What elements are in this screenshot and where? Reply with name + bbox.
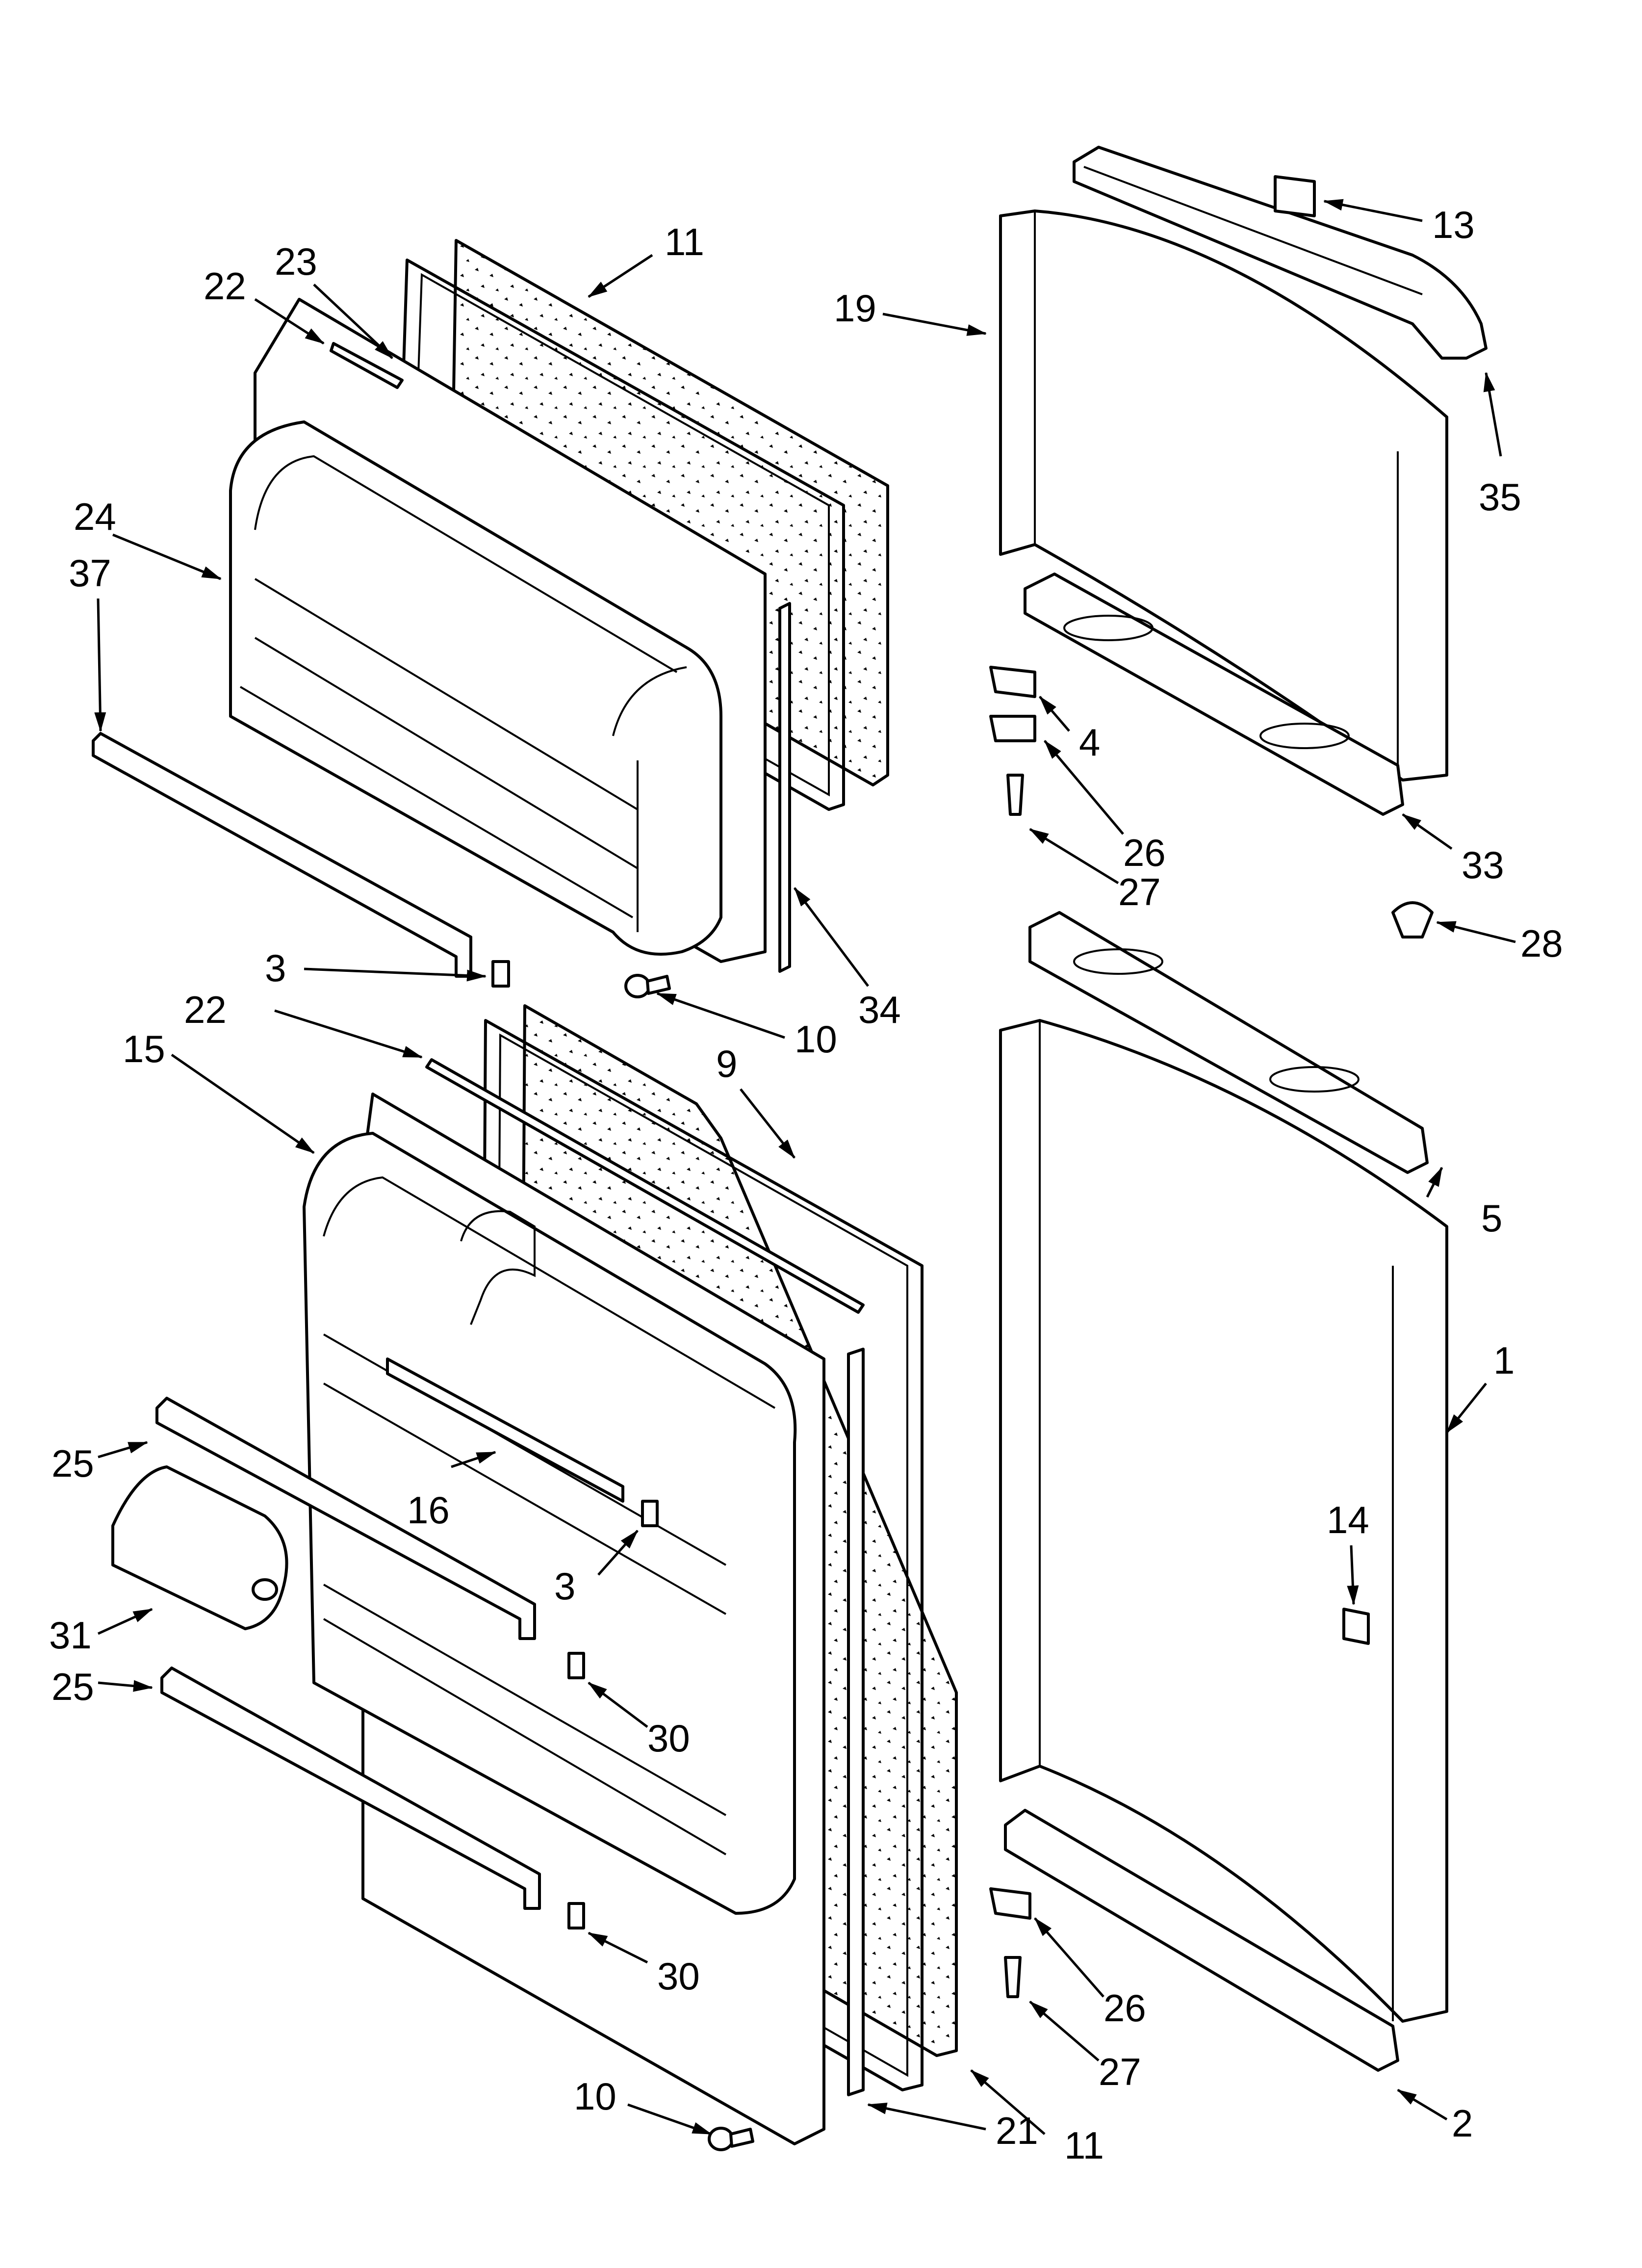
leader-lines (94, 199, 1516, 2136)
callout-25-lower: 25 (51, 1665, 94, 1708)
door-shelf-bar-upper (155, 1397, 536, 1640)
dairy-door-trim (386, 1357, 624, 1503)
fridge-door-outer-panel (999, 1019, 1448, 2023)
door-shelf-bar-lower (160, 1667, 541, 1910)
callout-3-upper: 3 (265, 946, 286, 990)
callout-22-upper: 22 (204, 264, 246, 308)
label-13 (1274, 175, 1316, 217)
callout-10-lower: 10 (574, 2075, 616, 2118)
plug-28 (1391, 901, 1434, 938)
callout-27-lower: 27 (1099, 2050, 1141, 2093)
fridge-bottom-cap (1004, 1809, 1399, 2072)
callout-30-lower: 30 (657, 1955, 700, 1998)
screw-27-lower (1004, 1956, 1022, 1998)
callout-13: 13 (1432, 203, 1475, 246)
hinge-pin-26-lower (989, 1887, 1031, 1920)
callout-30-upper: 30 (647, 1717, 690, 1760)
callout-11-upper: 11 (665, 220, 704, 263)
freezer-screw (624, 974, 671, 998)
callout-15: 15 (123, 1027, 165, 1070)
fridge-top-cap (1028, 911, 1429, 1174)
freezer-door-panel-group (989, 146, 1488, 938)
screw-27-upper (1006, 774, 1024, 816)
callout-33: 33 (1462, 843, 1504, 886)
freezer-door-assembly (92, 239, 889, 998)
callout-labels: 11 23 22 19 13 35 24 37 4 26 27 33 28 3 … (49, 203, 1563, 2167)
callout-4: 4 (1079, 721, 1100, 764)
fridge-door-panel-group (989, 911, 1448, 2072)
clip-3-lower (641, 1500, 659, 1527)
callout-24: 24 (74, 495, 116, 538)
fridge-side-trim (847, 1348, 865, 2096)
freezer-top-cap (1073, 146, 1488, 360)
callout-2: 2 (1452, 2102, 1473, 2145)
callout-9: 9 (716, 1042, 737, 1085)
hinge-pin-26-upper (989, 715, 1036, 742)
freezer-door-outer-panel (999, 209, 1448, 782)
callout-37: 37 (69, 551, 111, 595)
callout-27-upper: 27 (1118, 870, 1161, 913)
freezer-shelf-body (229, 420, 722, 956)
freezer-side-trim (778, 602, 791, 973)
callout-22-lower: 22 (184, 988, 227, 1031)
callout-5: 5 (1481, 1197, 1502, 1240)
callout-16: 16 (407, 1488, 450, 1532)
callout-35: 35 (1479, 475, 1521, 519)
callout-3-lower: 3 (554, 1564, 575, 1608)
callout-10-upper: 10 (795, 1017, 837, 1061)
clip-30-lower (567, 1902, 585, 1929)
fresh-food-door-assembly (111, 1004, 958, 2151)
bracket-14 (1342, 1608, 1370, 1645)
callout-31: 31 (49, 1614, 92, 1657)
callout-26-upper: 26 (1123, 831, 1166, 874)
dairy-door (111, 1465, 288, 1630)
callout-23: 23 (275, 240, 317, 283)
callout-25-upper: 25 (51, 1442, 94, 1485)
callout-1: 1 (1493, 1339, 1514, 1382)
clip-30-upper (567, 1652, 585, 1679)
callout-21: 21 (996, 2109, 1038, 2152)
callout-26-lower: 26 (1103, 1986, 1146, 2030)
callout-11-lower: 11 (1064, 2124, 1104, 2167)
callout-28: 28 (1520, 922, 1563, 965)
callout-34: 34 (858, 988, 901, 1031)
hinge-4 (989, 666, 1036, 698)
callout-14: 14 (1327, 1498, 1369, 1541)
callout-19: 19 (834, 287, 876, 330)
freezer-bottom-cap (1024, 573, 1404, 816)
fridge-screw (708, 2127, 754, 2151)
